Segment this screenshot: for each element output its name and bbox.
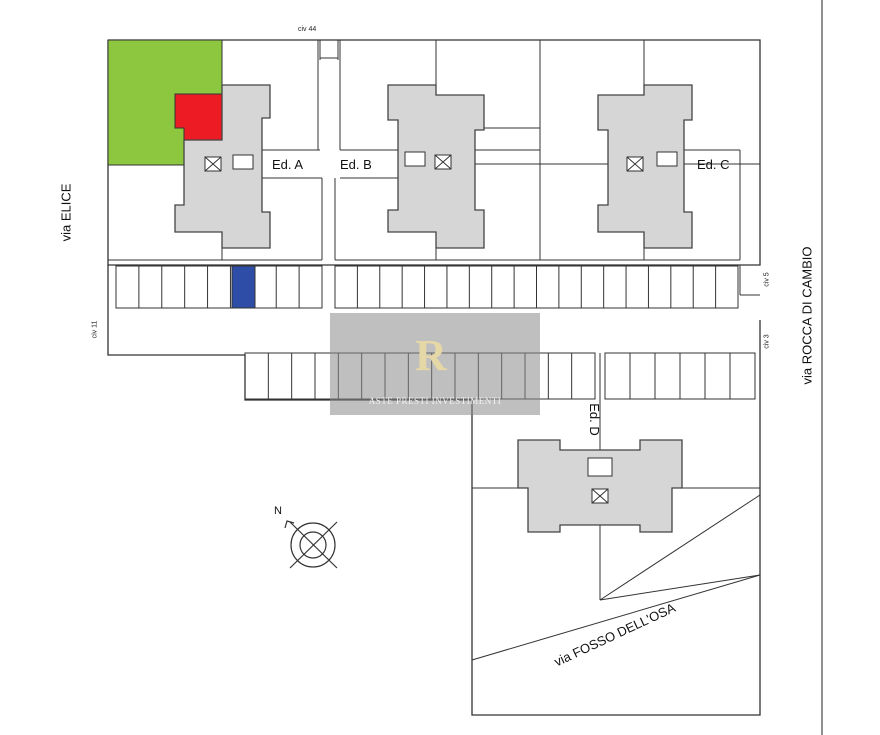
watermark-text: ASTE PRESTI INVESTIMENTI — [368, 396, 502, 406]
watermark-logo: R — [415, 331, 447, 380]
building-label-ed-c: Ed. C — [697, 157, 730, 172]
building-label-ed-d: Ed. D — [586, 403, 602, 436]
building-label-ed-a: Ed. A — [272, 157, 304, 172]
civic-label-11: civ 11 — [91, 320, 99, 339]
building-label-ed-b: Ed. B — [340, 157, 372, 172]
watermark-band — [330, 313, 540, 415]
building-ed-d — [517, 439, 683, 533]
compass-rose — [284, 520, 338, 569]
civic-label-3: civ 3 — [763, 334, 771, 349]
stair-lift-symbols — [204, 151, 678, 504]
lot-lines — [108, 40, 760, 261]
street-label-via-rocca-di-cambio: via ROCCA DI CAMBIO — [799, 246, 815, 385]
building-ed-c — [597, 84, 693, 249]
blue-parking-space — [231, 265, 256, 309]
building-ed-a — [174, 84, 271, 249]
compass-north-label: N — [274, 505, 282, 517]
civic-label-5: civ 5 — [763, 272, 771, 287]
civic-label-44: civ 44 — [298, 26, 317, 33]
street-label-via-elice: via ELICE — [58, 183, 74, 242]
